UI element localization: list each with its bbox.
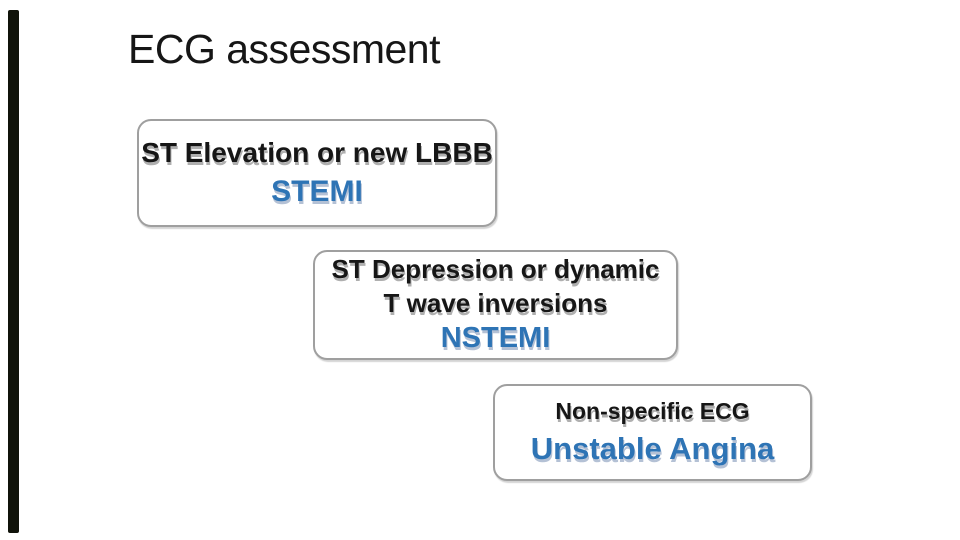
ecg-box-nstemi: ST Depression or dynamic T wave inversio… [313, 250, 678, 360]
diagnosis-label-unstable-angina: Unstable Angina [530, 431, 775, 467]
slide-title: ECG assessment [128, 26, 441, 72]
ecg-criteria-nstemi-line1: ST Depression or dynamic [331, 254, 660, 285]
ecg-box-stemi: ST Elevation or new LBBB STEMI [137, 119, 497, 227]
ecg-criteria-stemi: ST Elevation or new LBBB [141, 136, 493, 168]
left-accent-bar [8, 10, 19, 533]
diagnosis-label-stemi: STEMI [271, 175, 363, 209]
ecg-criteria-nstemi-line2: T wave inversions [383, 287, 608, 318]
ecg-box-unstable-angina: Non-specific ECG Unstable Angina [493, 384, 812, 481]
diagnosis-label-nstemi: NSTEMI [440, 321, 551, 354]
ecg-criteria-unstable-angina: Non-specific ECG [555, 397, 750, 424]
